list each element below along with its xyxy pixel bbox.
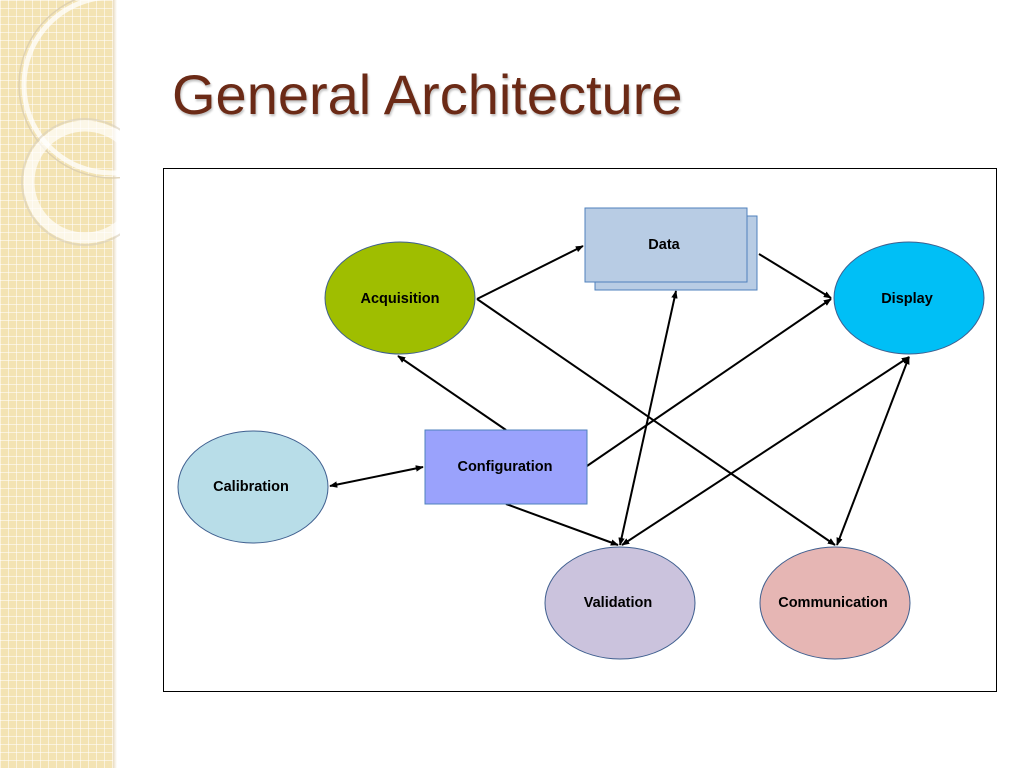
edge-calibration-configuration bbox=[329, 465, 424, 488]
decorative-rings bbox=[18, 0, 120, 246]
display-label: Display bbox=[881, 291, 933, 307]
node-display: Display bbox=[833, 241, 985, 355]
calibration-label: Calibration bbox=[213, 479, 289, 495]
edge-configuration-to-display bbox=[586, 298, 832, 467]
node-communication: Communication bbox=[759, 546, 911, 660]
edge-communication-display bbox=[836, 356, 910, 546]
page-title: General Architecture bbox=[172, 63, 683, 126]
edge-data-to-display bbox=[758, 253, 832, 299]
data-label: Data bbox=[648, 237, 680, 253]
validation-label: Validation bbox=[584, 595, 653, 611]
node-validation: Validation bbox=[544, 546, 696, 660]
edge-acquisition-to-data bbox=[476, 245, 584, 300]
communication-label: Communication bbox=[778, 595, 888, 611]
side-strip-edge bbox=[113, 0, 117, 768]
node-configuration: Configuration bbox=[424, 429, 588, 505]
node-calibration: Calibration bbox=[177, 430, 329, 544]
edge-validation-data bbox=[618, 290, 678, 546]
data-front-sheet bbox=[584, 207, 748, 283]
edge-validation-display bbox=[621, 356, 910, 546]
edge-configuration-to-acquisition bbox=[397, 355, 507, 431]
acquisition-label: Acquisition bbox=[361, 291, 440, 307]
architecture-diagram: Data Acquisition Display Configuration C… bbox=[177, 207, 985, 660]
configuration-label: Configuration bbox=[457, 459, 552, 475]
node-acquisition: Acquisition bbox=[324, 241, 476, 355]
edge-configuration-to-validation bbox=[505, 503, 619, 546]
edge-acquisition-to-communication bbox=[476, 298, 836, 546]
edges bbox=[329, 245, 910, 546]
node-data: Data bbox=[584, 207, 758, 291]
